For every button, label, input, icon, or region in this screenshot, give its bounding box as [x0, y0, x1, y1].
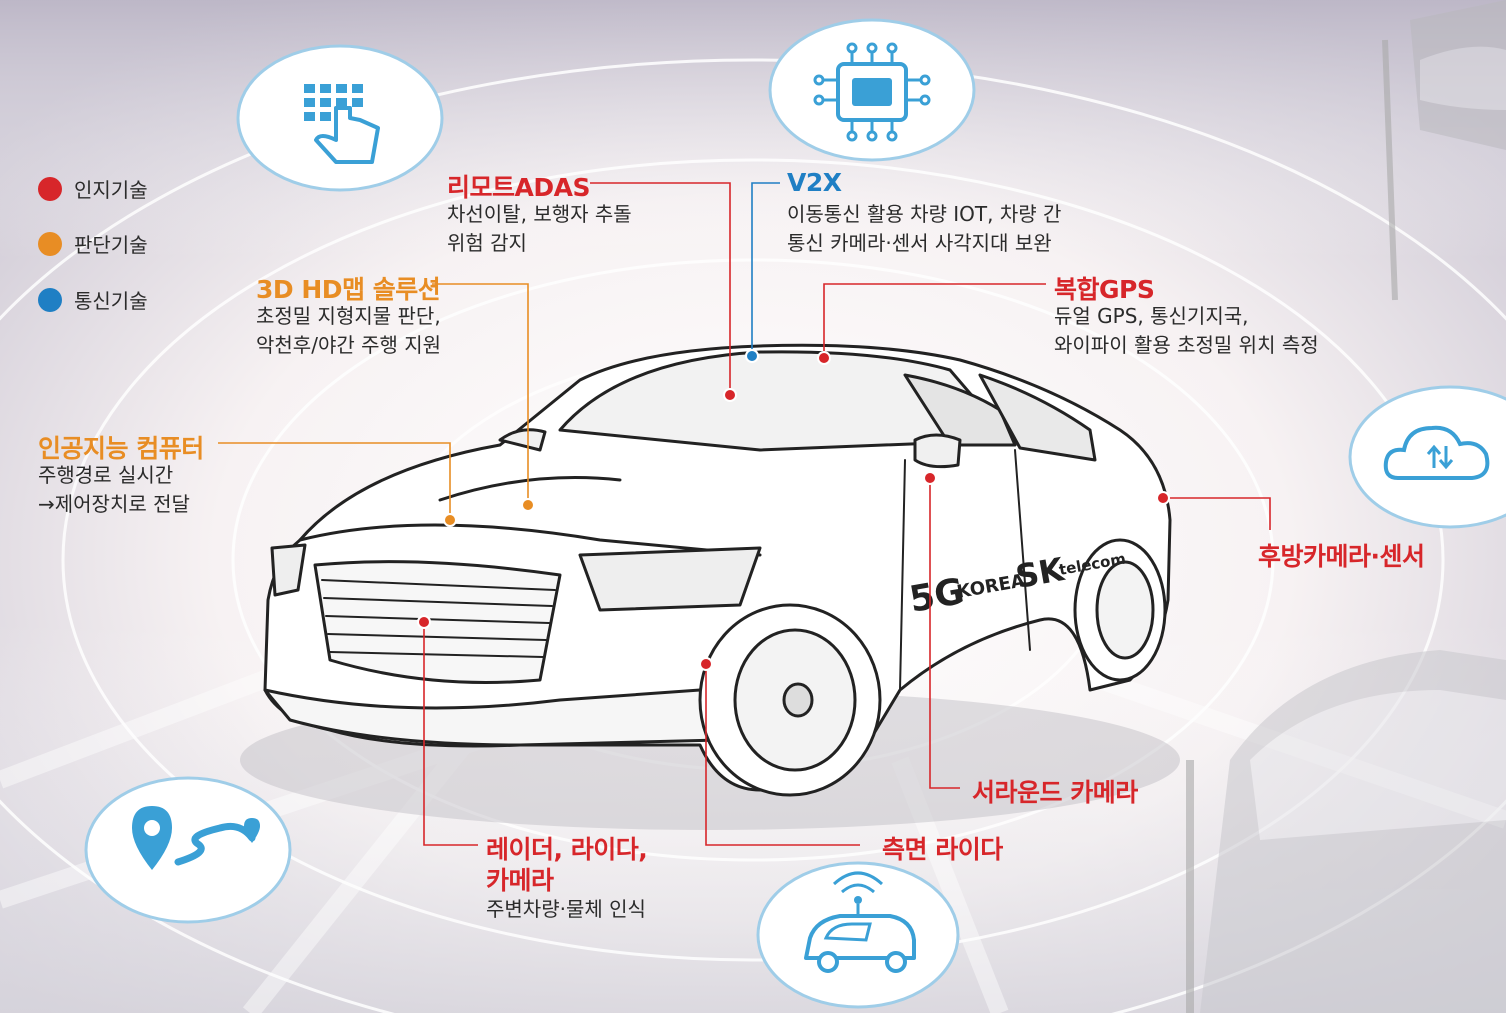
keypad-touch-icon — [236, 44, 444, 192]
legend-communication: 통신기술 — [38, 285, 148, 314]
rear-camera-title: 후방카메라·센서 — [1258, 542, 1425, 571]
complex-gps-desc-2: 와이파이 활용 초정밀 위치 측정 — [1054, 333, 1319, 357]
hd-map-desc-2: 악천후/야간 주행 지원 — [256, 333, 442, 357]
logo-sk: SK — [1013, 550, 1068, 596]
background-car-bottom — [1200, 650, 1506, 1013]
v2x-desc-2: 통신 카메라·센서 사각지대 보완 — [787, 231, 1052, 255]
legend-dot-blue — [38, 287, 62, 312]
remote-adas-desc-2: 위험 감지 — [447, 231, 527, 255]
legend-label-perception: 인지기술 — [74, 178, 148, 202]
car-illustration — [263, 343, 1172, 797]
legend-judgment: 판단기술 — [38, 229, 148, 258]
side-lidar-title: 측면 라이다 — [882, 835, 1003, 864]
ai-computer-desc-1: 주행경로 실시간 — [38, 463, 174, 487]
remote-adas-title: 리모트ADAS — [447, 173, 590, 202]
surround-camera-title: 서라운드 카메라 — [972, 778, 1138, 807]
hd-map-title: 3D HD맵 솔루션 — [256, 275, 441, 304]
remote-adas-desc-1: 차선이탈, 보행자 추돌 — [447, 202, 632, 226]
leader-lines — [218, 182, 1271, 846]
legend-dot-red — [38, 176, 62, 201]
ai-computer-desc-2: →제어장치로 전달 — [38, 492, 190, 516]
dot-remote-adas — [723, 388, 737, 402]
complex-gps-desc-1: 듀얼 GPS, 통신기지국, — [1054, 304, 1249, 328]
hd-map-desc-1: 초정밀 지형지물 판단, — [256, 304, 441, 328]
dot-side-lidar — [699, 657, 713, 671]
dot-ai-computer — [443, 513, 457, 527]
dot-gps — [817, 351, 831, 365]
legend-dot-orange — [38, 231, 62, 256]
radar-lidar-camera-title-1: 레이더, 라이다, — [486, 835, 648, 864]
ai-computer-title: 인공지능 컴퓨터 — [38, 434, 204, 463]
logo-5g: 5G — [906, 571, 967, 621]
legend-label-judgment: 판단기술 — [74, 233, 148, 257]
background-car-top — [1410, 0, 1506, 150]
legend-label-communication: 통신기술 — [74, 289, 148, 313]
cloud-sync-icon — [1348, 385, 1506, 529]
route-pin-icon — [84, 776, 292, 924]
sensor-dots — [417, 349, 1170, 671]
v2x-title: V2X — [787, 168, 842, 197]
chip-icon — [768, 18, 976, 162]
dot-front-radar — [417, 615, 431, 629]
dot-hd-map — [521, 498, 535, 512]
complex-gps-title: 복합GPS — [1054, 275, 1155, 304]
dot-rear-camera — [1156, 491, 1170, 505]
dot-v2x — [745, 349, 759, 363]
dot-surround-camera — [923, 471, 937, 485]
connected-car-icon — [756, 861, 960, 1009]
radar-lidar-camera-title-2: 카메라 — [486, 866, 554, 895]
radar-lidar-camera-desc: 주변차량·물체 인식 — [486, 897, 646, 921]
v2x-desc-1: 이동통신 활용 차량 IOT, 차량 간 — [787, 202, 1062, 226]
legend-perception: 인지기술 — [38, 174, 148, 203]
